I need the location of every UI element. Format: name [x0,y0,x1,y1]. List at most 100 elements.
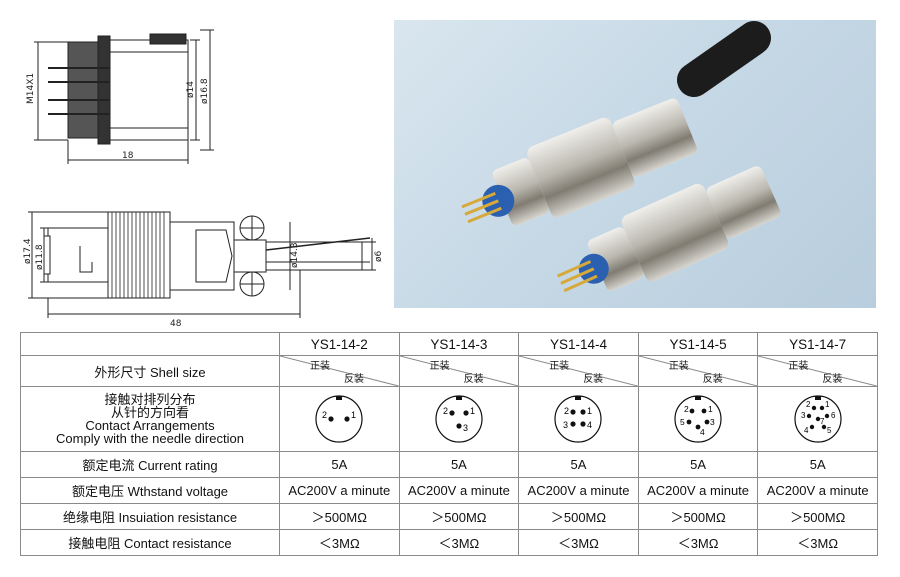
contact-resistance-row: 接触电阻 Contact resistance ＜3MΩ ＜3MΩ ＜3MΩ ＜… [20,529,878,556]
pin-label: 1 [708,404,713,414]
spec-cell: 5A [518,451,639,478]
row-label: 额定电压 Wthstand voltage [20,477,280,504]
model-header: YS1-14-3 [398,332,520,356]
insulation-resistance-row: 绝缘电阻 Insuiation resistance ＞500MΩ ＞500MΩ… [20,503,878,530]
spec-cell: AC200V a minute [279,477,400,504]
spec-cell: AC200V a minute [757,477,878,504]
front-mount-label: 正装 [668,361,689,372]
model-header: YS1-14-5 [637,332,759,356]
spec-cell: AC200V a minute [398,477,520,504]
pin-label: 4 [804,426,809,435]
bottom-dia-a-label: ø17.4 [23,238,33,264]
current-rating-row: 额定电流 Current rating 5A 5A 5A 5A 5A [20,451,878,478]
spec-cell: ＞500MΩ [398,503,520,530]
arrangement-label-en1: Contact Arrangements [85,418,215,433]
arrangement-label-en2: Comply with the needle direction [56,431,244,446]
shell-size-cell: 正装反装 [398,355,520,387]
pin-label: 6 [831,411,836,420]
pin-label: 3 [563,420,568,430]
pin-label: 2 [443,406,448,416]
arrangement-label-cn1: 接触对排列分布 [104,392,196,407]
shell-size-label: 外形尺寸 Shell size [20,355,280,387]
technical-drawings: M14X1 ø14 ø16.8 18 [23,29,384,329]
pin-label: 1 [825,400,830,409]
pin-label: 4 [700,427,705,437]
top-drawing [34,29,214,164]
row-label: 额定电流 Current rating [20,451,280,478]
contact-arrangement-row: 接触对排列分布 从针的方向看 Contact Arrangements Comp… [20,386,878,452]
model-header: YS1-14-7 [757,332,878,356]
pin-diagram-5: 1 2 5 4 3 [674,395,722,443]
spec-cell: ＜3MΩ [757,529,878,556]
pin-label: 2 [806,400,811,409]
pin-diagram-cell: 1 2 [279,386,400,452]
bottom-dia-cable-label: ø6 [374,250,384,262]
front-mount-label: 正装 [429,361,450,372]
pin-label: 7 [820,417,825,426]
bottom-drawing [28,211,376,318]
top-thread-label: M14X1 [26,73,36,104]
pin-label: 4 [587,420,592,430]
shell-size-cell: 正装反装 [518,355,639,387]
pin-diagram-7: 1 2 3 4 5 6 7 [794,395,842,443]
spec-cell: ＜3MΩ [637,529,759,556]
contact-arrangement-label: 接触对排列分布 从针的方向看 Contact Arrangements Comp… [20,386,280,452]
pin-label: 2 [684,404,689,414]
front-mount-label: 正装 [788,361,809,372]
spec-table: YS1-14-2 YS1-14-3 YS1-14-4 YS1-14-5 YS1-… [20,332,878,556]
pin-label: 3 [710,417,715,427]
reverse-mount-label: 反装 [344,374,364,385]
pin-label: 1 [587,406,592,416]
bottom-dia-c-label: ø14.3 [290,242,300,268]
spec-cell: 5A [279,451,400,478]
bottom-dia-b-label: ø11.8 [35,244,45,270]
pin-label: 1 [470,406,475,416]
reverse-mount-label: 反装 [583,374,604,385]
spec-cell: 5A [757,451,878,478]
header-blank-cell [20,332,280,356]
pin-label: 2 [322,410,327,420]
row-label: 接触电阻 Contact resistance [20,529,280,556]
pin-diagram-2: 1 2 [315,395,363,443]
pin-label: 3 [463,423,468,433]
bottom-length-label: 48 [170,319,182,329]
top-dia-inner-label: ø14 [186,81,196,98]
shell-size-row: 外形尺寸 Shell size 正装反装 正装反装 正装反装 正装反装 正装反装 [20,355,878,387]
product-photo [394,20,876,308]
spec-cell: 5A [398,451,520,478]
spec-cell: AC200V a minute [637,477,759,504]
shell-size-cell: 正装反装 [637,355,759,387]
spec-cell: ＞500MΩ [757,503,878,530]
model-header: YS1-14-4 [518,332,639,356]
pin-diagram-cell: 1 2 3 [398,386,520,452]
top-dia-outer-label: ø16.8 [200,78,210,104]
pin-label: 2 [564,406,569,416]
pin-label: 5 [827,426,832,435]
model-header-row: YS1-14-2 YS1-14-3 YS1-14-4 YS1-14-5 YS1-… [20,332,878,356]
spec-cell: AC200V a minute [518,477,639,504]
pin-label: 5 [680,417,685,427]
pin-label: 3 [801,411,806,420]
front-mount-label: 正装 [549,361,570,372]
shell-size-cell: 正装反装 [757,355,878,387]
shell-size-cell: 正装反装 [279,355,400,387]
spec-cell: ＞500MΩ [279,503,400,530]
front-mount-label: 正装 [310,361,330,372]
pin-label: 1 [351,410,356,420]
top-length-label: 18 [122,151,134,161]
pin-diagram-cell: 1 2 3 4 [518,386,639,452]
arrangement-label-cn2: 从针的方向看 [110,405,189,420]
reverse-mount-label: 反装 [822,374,843,385]
row-label: 绝缘电阻 Insuiation resistance [20,503,280,530]
withstand-voltage-row: 额定电压 Wthstand voltage AC200V a minute AC… [20,477,878,504]
reverse-mount-label: 反装 [702,374,723,385]
spec-cell: ＞500MΩ [518,503,639,530]
spec-cell: ＜3MΩ [279,529,400,556]
pin-diagram-cell: 1 2 5 4 3 [637,386,759,452]
pin-diagram-4: 1 2 3 4 [554,395,603,443]
spec-cell: ＞500MΩ [637,503,759,530]
model-header: YS1-14-2 [279,332,400,356]
pin-diagram-3: 1 2 3 [435,395,483,443]
connector-illustration [461,21,781,293]
reverse-mount-label: 反装 [463,374,484,385]
